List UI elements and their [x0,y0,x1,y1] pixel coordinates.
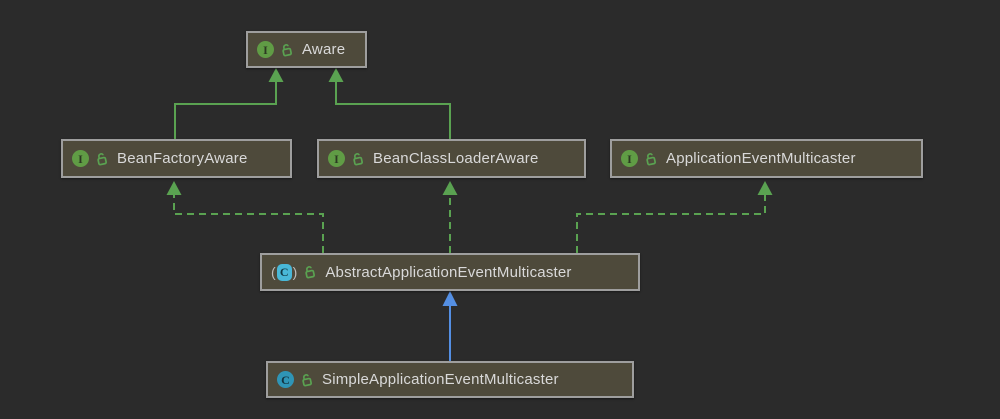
abstract-paren-left: ( [271,264,276,280]
interface-icon: I [72,150,89,167]
public-lock-icon [282,43,293,56]
class-name-label: BeanFactoryAware [117,150,248,167]
abstract-class-icon: (C) [271,263,298,281]
interface-icon: I [621,150,638,167]
interface-icon: I [328,150,345,167]
edge-implements-abstract-application-event-multicaster-to-bean-class-loader-aware [442,181,458,253]
arrowhead-implements [166,181,182,195]
arrowhead-implements [442,181,458,195]
public-lock-icon [353,152,364,165]
arrowhead-extends [328,68,344,82]
class-node-bean-factory-aware[interactable]: I BeanFactoryAware [61,139,292,178]
class-node-simple-application-event-multicaster[interactable]: C SimpleApplicationEventMulticaster [266,361,634,398]
public-lock-icon [305,266,316,279]
edge-extends-simple-application-event-multicaster-to-abstract-application-event-multicaster [442,291,458,361]
class-name-label: BeanClassLoaderAware [373,150,539,167]
public-lock-icon [97,152,108,165]
abstract-paren-right: ) [292,264,298,280]
edge-implements-abstract-application-event-multicaster-to-bean-factory-aware [166,181,324,253]
arrowhead-extends [268,68,284,82]
class-name-label: AbstractApplicationEventMulticaster [325,263,572,281]
public-lock-icon [646,152,657,165]
class-name-label: Aware [302,41,346,58]
arrowhead-implements [757,181,773,195]
class-node-bean-class-loader-aware[interactable]: I BeanClassLoaderAware [317,139,586,178]
class-node-application-event-multicaster[interactable]: I ApplicationEventMulticaster [610,139,923,178]
class-node-abstract-application-event-multicaster[interactable]: (C) AbstractApplicationEventMulticaster [260,253,640,291]
class-name-label: ApplicationEventMulticaster [666,150,856,167]
edge-implements-abstract-application-event-multicaster-to-application-event-multicaster [576,181,773,253]
public-lock-icon [302,373,313,386]
interface-icon: I [257,41,274,58]
class-name-label: SimpleApplicationEventMulticaster [322,371,559,388]
edge-extends-bean-class-loader-aware-to-aware [328,68,451,139]
abstract-class-badge: C [276,263,292,281]
arrowhead-extends [442,291,458,306]
edge-extends-bean-factory-aware-to-aware [174,68,284,139]
class-node-aware[interactable]: I Aware [246,31,367,68]
class-icon: C [277,371,294,388]
